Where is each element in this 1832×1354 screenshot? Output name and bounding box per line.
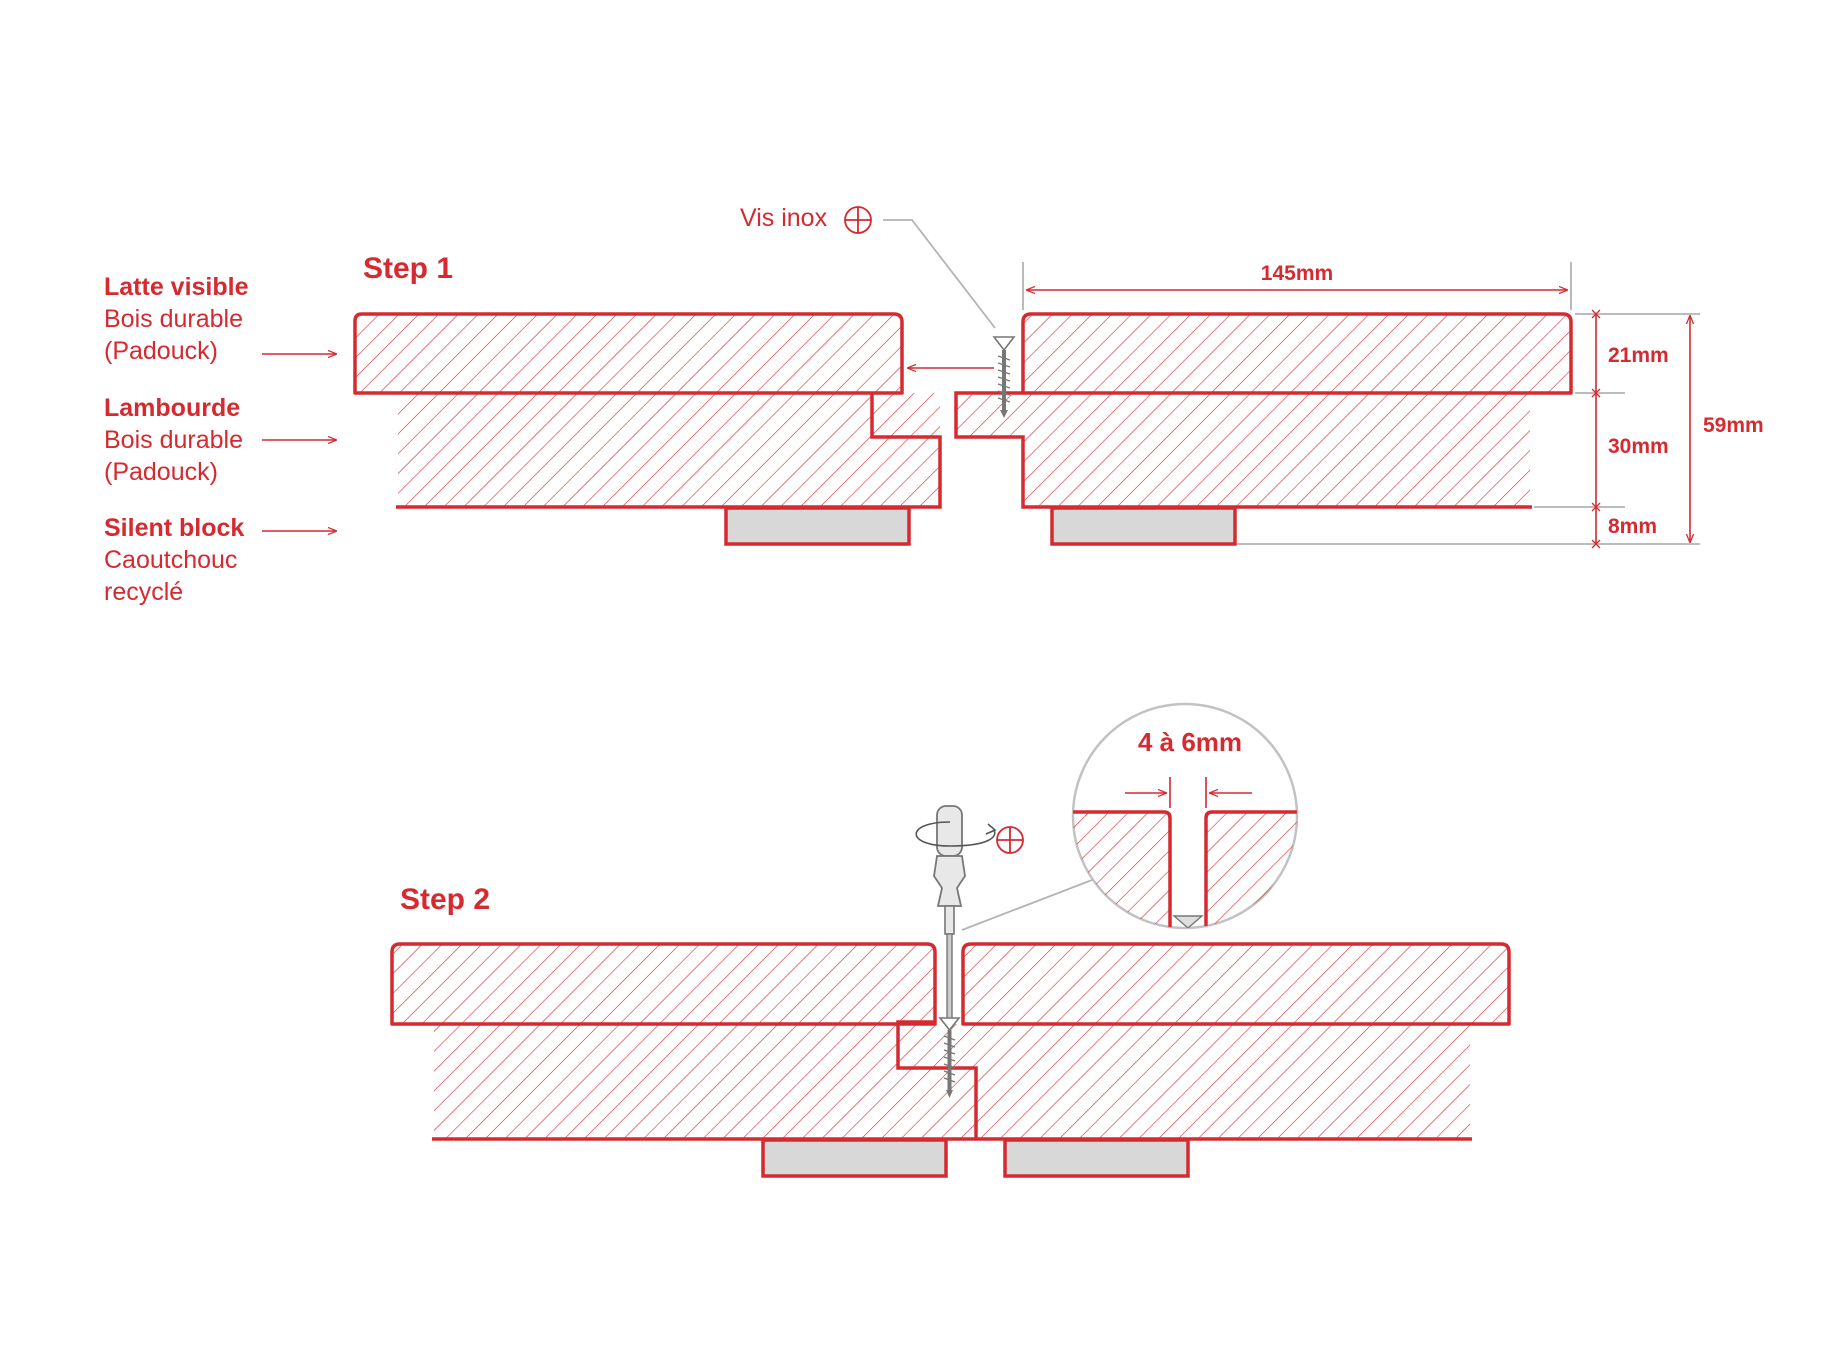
silent-line2: recyclé (104, 578, 183, 606)
latte-title: Latte visible (104, 273, 249, 301)
latte-line1: Bois durable (104, 305, 243, 333)
screw-icon (992, 336, 1016, 418)
step1-board-left (353, 312, 904, 395)
step1-title: Step 1 (363, 252, 453, 285)
step2-board-left (390, 942, 937, 1026)
silent-title: Silent block (104, 514, 244, 542)
screw-leader (883, 219, 996, 329)
lambourde-line1: Bois durable (104, 426, 243, 454)
step1-pad-left (724, 506, 911, 546)
step1-joist-right (956, 393, 1530, 507)
label-latte-visible: Latte visible Bois durable (Padouck) (104, 273, 336, 365)
detail-leader (961, 874, 1106, 931)
step2-title: Step 2 (400, 883, 490, 916)
dim-total-label: 59mm (1703, 414, 1764, 437)
screwdriver-icon (933, 805, 966, 1098)
dim-width-label: 145mm (1261, 262, 1333, 285)
dim-pad-label: 8mm (1608, 515, 1657, 538)
phillips-head-icon (844, 206, 872, 234)
silent-line1: Caoutchouc (104, 546, 237, 574)
lambourde-title: Lambourde (104, 394, 240, 422)
dim-joist-label: 30mm (1608, 435, 1669, 458)
latte-line2: (Padouck) (104, 337, 218, 365)
step1-joist-left (398, 393, 940, 507)
step2-board-right (961, 942, 1511, 1026)
rotate-arrow-icon (915, 821, 997, 847)
gap-label: 4 à 6mm (1138, 727, 1242, 757)
label-lambourde: Lambourde Bois durable (Padouck) (104, 394, 336, 486)
lambourde-line2: (Padouck) (104, 458, 218, 486)
step2-pad-right (1003, 1138, 1190, 1178)
label-silent-block: Silent block Caoutchouc recyclé (104, 514, 336, 606)
step2-diagram: 4 à 6mm (390, 702, 1511, 1178)
step2-pad-left (761, 1138, 948, 1178)
step1-pad-right (1050, 506, 1237, 546)
step1-board-right (1021, 312, 1573, 395)
screw-callout: Vis inox (740, 204, 828, 232)
step1-diagram: Vis inox 145mm 21mm 30mm 8mm 59mm (353, 204, 1764, 549)
dim-board-label: 21mm (1608, 344, 1669, 367)
phillips-head-icon (996, 826, 1024, 854)
